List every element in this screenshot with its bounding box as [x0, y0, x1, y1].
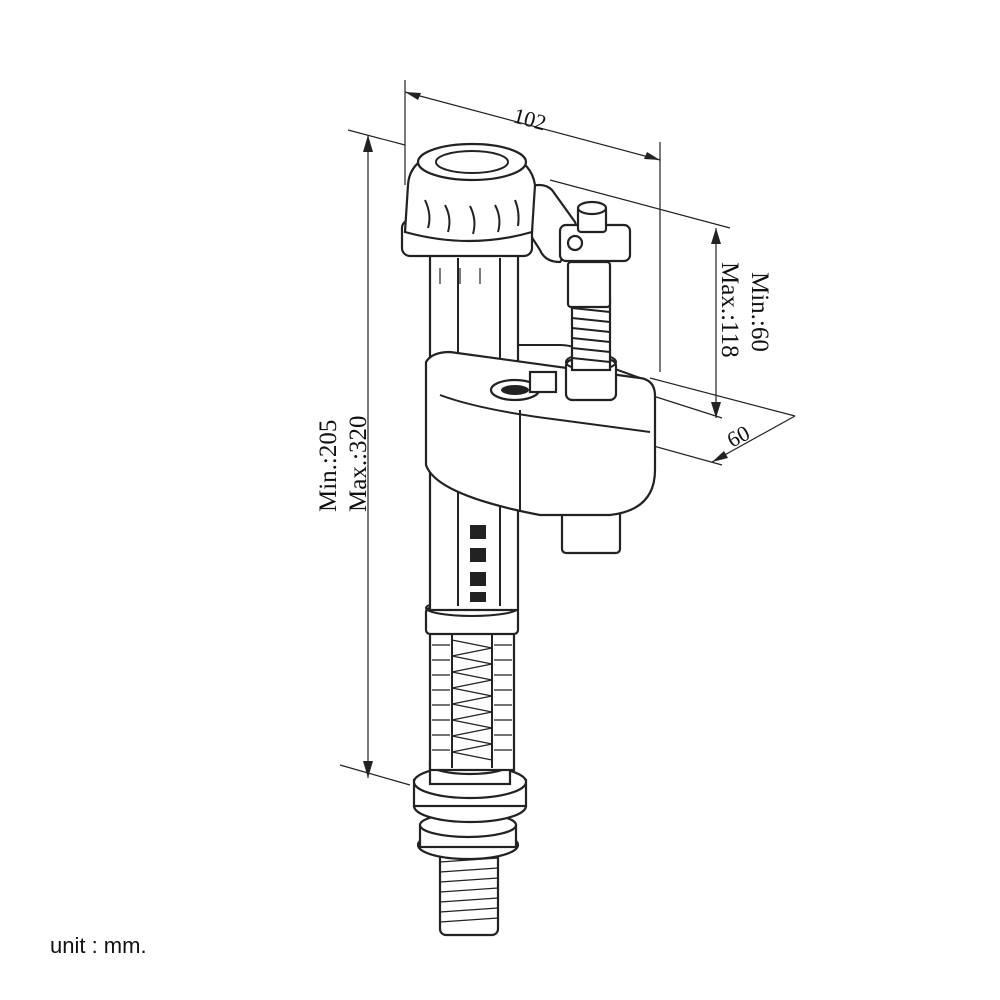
dimension-float-height: Min.:60 Max.:118: [549, 179, 773, 419]
dim-label-60: 60: [723, 420, 754, 452]
dimension-total-height: Min.:205 Max.:320: [315, 129, 411, 786]
dim-label-height-min: Min.:205: [315, 420, 342, 512]
fill-valve-illustration: [400, 142, 657, 937]
adjusting-rod: [564, 260, 618, 402]
telescopic-tube: [428, 628, 516, 772]
dim-label-float-max: Max.:118: [716, 262, 743, 358]
dim-label-102: 102: [511, 103, 549, 136]
dim-label-height-max: Max.:320: [345, 415, 372, 512]
tube-markings: [470, 525, 486, 602]
valve-head: [400, 142, 537, 284]
threaded-inlet: [438, 848, 500, 937]
dim-label-float-min: Min.:60: [746, 272, 773, 352]
unit-note: unit : mm.: [50, 933, 147, 958]
base-flange: [412, 752, 528, 824]
